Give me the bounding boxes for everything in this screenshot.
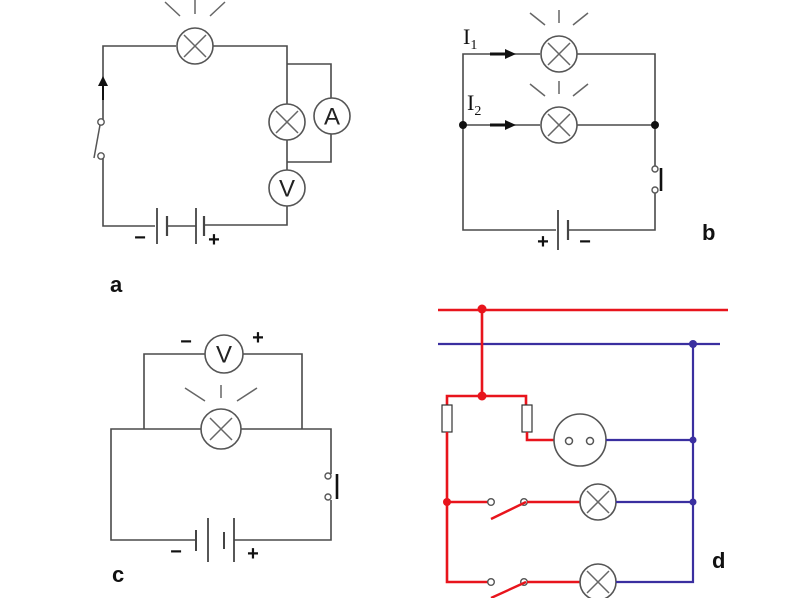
battery-b-icon	[557, 210, 570, 250]
wire-a-ammeter-bottom	[287, 134, 332, 163]
current-label-i1: I1	[463, 24, 477, 53]
circuit-d: d	[438, 304, 728, 598]
voltmeter-c-symbol: V	[216, 342, 232, 369]
wire-c-vm-left	[143, 353, 205, 429]
wire-b-left	[462, 53, 556, 231]
wire-c-left	[110, 428, 201, 541]
wire-a-top-left	[102, 45, 176, 120]
lamp-a-right-icon	[268, 103, 306, 141]
junction-d-neutral-socket	[689, 436, 697, 444]
wire-d-fuse-feed	[445, 394, 528, 406]
battery-a-positive: +	[208, 229, 220, 251]
voltmeter-c-negative: −	[180, 331, 192, 353]
arrow-b-i2-icon	[490, 120, 516, 130]
circuit-c: V − + − + c	[110, 327, 339, 587]
junction-d-fuses	[477, 391, 487, 401]
wire-d-socket-feed	[525, 432, 554, 442]
voltmeter-c-positive: +	[252, 327, 264, 349]
fuse-left-icon	[441, 404, 453, 433]
junction-d-phase	[477, 304, 487, 314]
voltmeter-a: V	[268, 169, 306, 207]
circuit-a: A V − + a	[93, 0, 351, 297]
switch-d-2	[487, 578, 529, 598]
battery-a-icon	[156, 208, 206, 244]
wire-d-left-branch	[445, 432, 488, 584]
voltmeter-c: V	[204, 334, 244, 374]
junction-b-right	[651, 121, 659, 129]
switch-b	[651, 165, 663, 194]
wire-b-top-right	[577, 53, 656, 168]
lamp-d-2-icon	[579, 563, 617, 598]
junction-d-neutral-lamp1	[689, 498, 697, 506]
lamp-c-icon	[184, 385, 258, 450]
panel-label-b: b	[702, 220, 715, 245]
lamp-b-bottom-icon	[529, 81, 589, 144]
battery-b-positive: +	[537, 231, 549, 253]
current-label-i2: I2	[467, 90, 481, 119]
fuse-right-icon	[521, 404, 533, 433]
switch-c	[324, 472, 339, 501]
wire-a-ammeter-top	[287, 63, 332, 98]
battery-a-negative: −	[134, 227, 146, 249]
panel-label-d: d	[712, 548, 725, 573]
wire-a-bottom-right	[205, 206, 288, 226]
circuit-b: I1 I2 + − b	[459, 10, 715, 253]
switch-a	[93, 118, 105, 160]
lamp-b-top-icon	[529, 10, 589, 73]
wire-c-vm-right	[243, 353, 303, 429]
arrow-a-head-icon	[98, 76, 108, 86]
battery-c-positive: +	[247, 543, 259, 565]
wire-d-neutral-return	[616, 344, 695, 584]
lamp-d-1-icon	[579, 483, 617, 521]
wire-a-bottom-left	[102, 157, 155, 227]
arrow-b-i1-icon	[490, 49, 516, 59]
ammeter-a: A	[313, 97, 351, 135]
wire-b-bottom-right	[568, 190, 656, 231]
wire-c-top-right	[239, 428, 332, 474]
junction-d-neutral-top	[689, 340, 697, 348]
panel-label-a: a	[110, 272, 123, 297]
wire-a-top-right	[205, 45, 288, 104]
wire-c-bottom-right	[234, 500, 332, 541]
junction-d-branch	[443, 498, 451, 506]
ammeter-a-symbol: A	[324, 104, 340, 131]
switch-d-1	[487, 498, 529, 521]
panel-label-c: c	[112, 562, 124, 587]
lamp-a-top-icon	[164, 0, 226, 65]
battery-c-negative: −	[170, 541, 182, 563]
socket-icon	[553, 413, 607, 467]
battery-c-icon	[195, 518, 235, 562]
junction-b-left	[459, 121, 467, 129]
voltmeter-a-symbol: V	[279, 176, 295, 203]
battery-b-negative: −	[579, 231, 591, 253]
